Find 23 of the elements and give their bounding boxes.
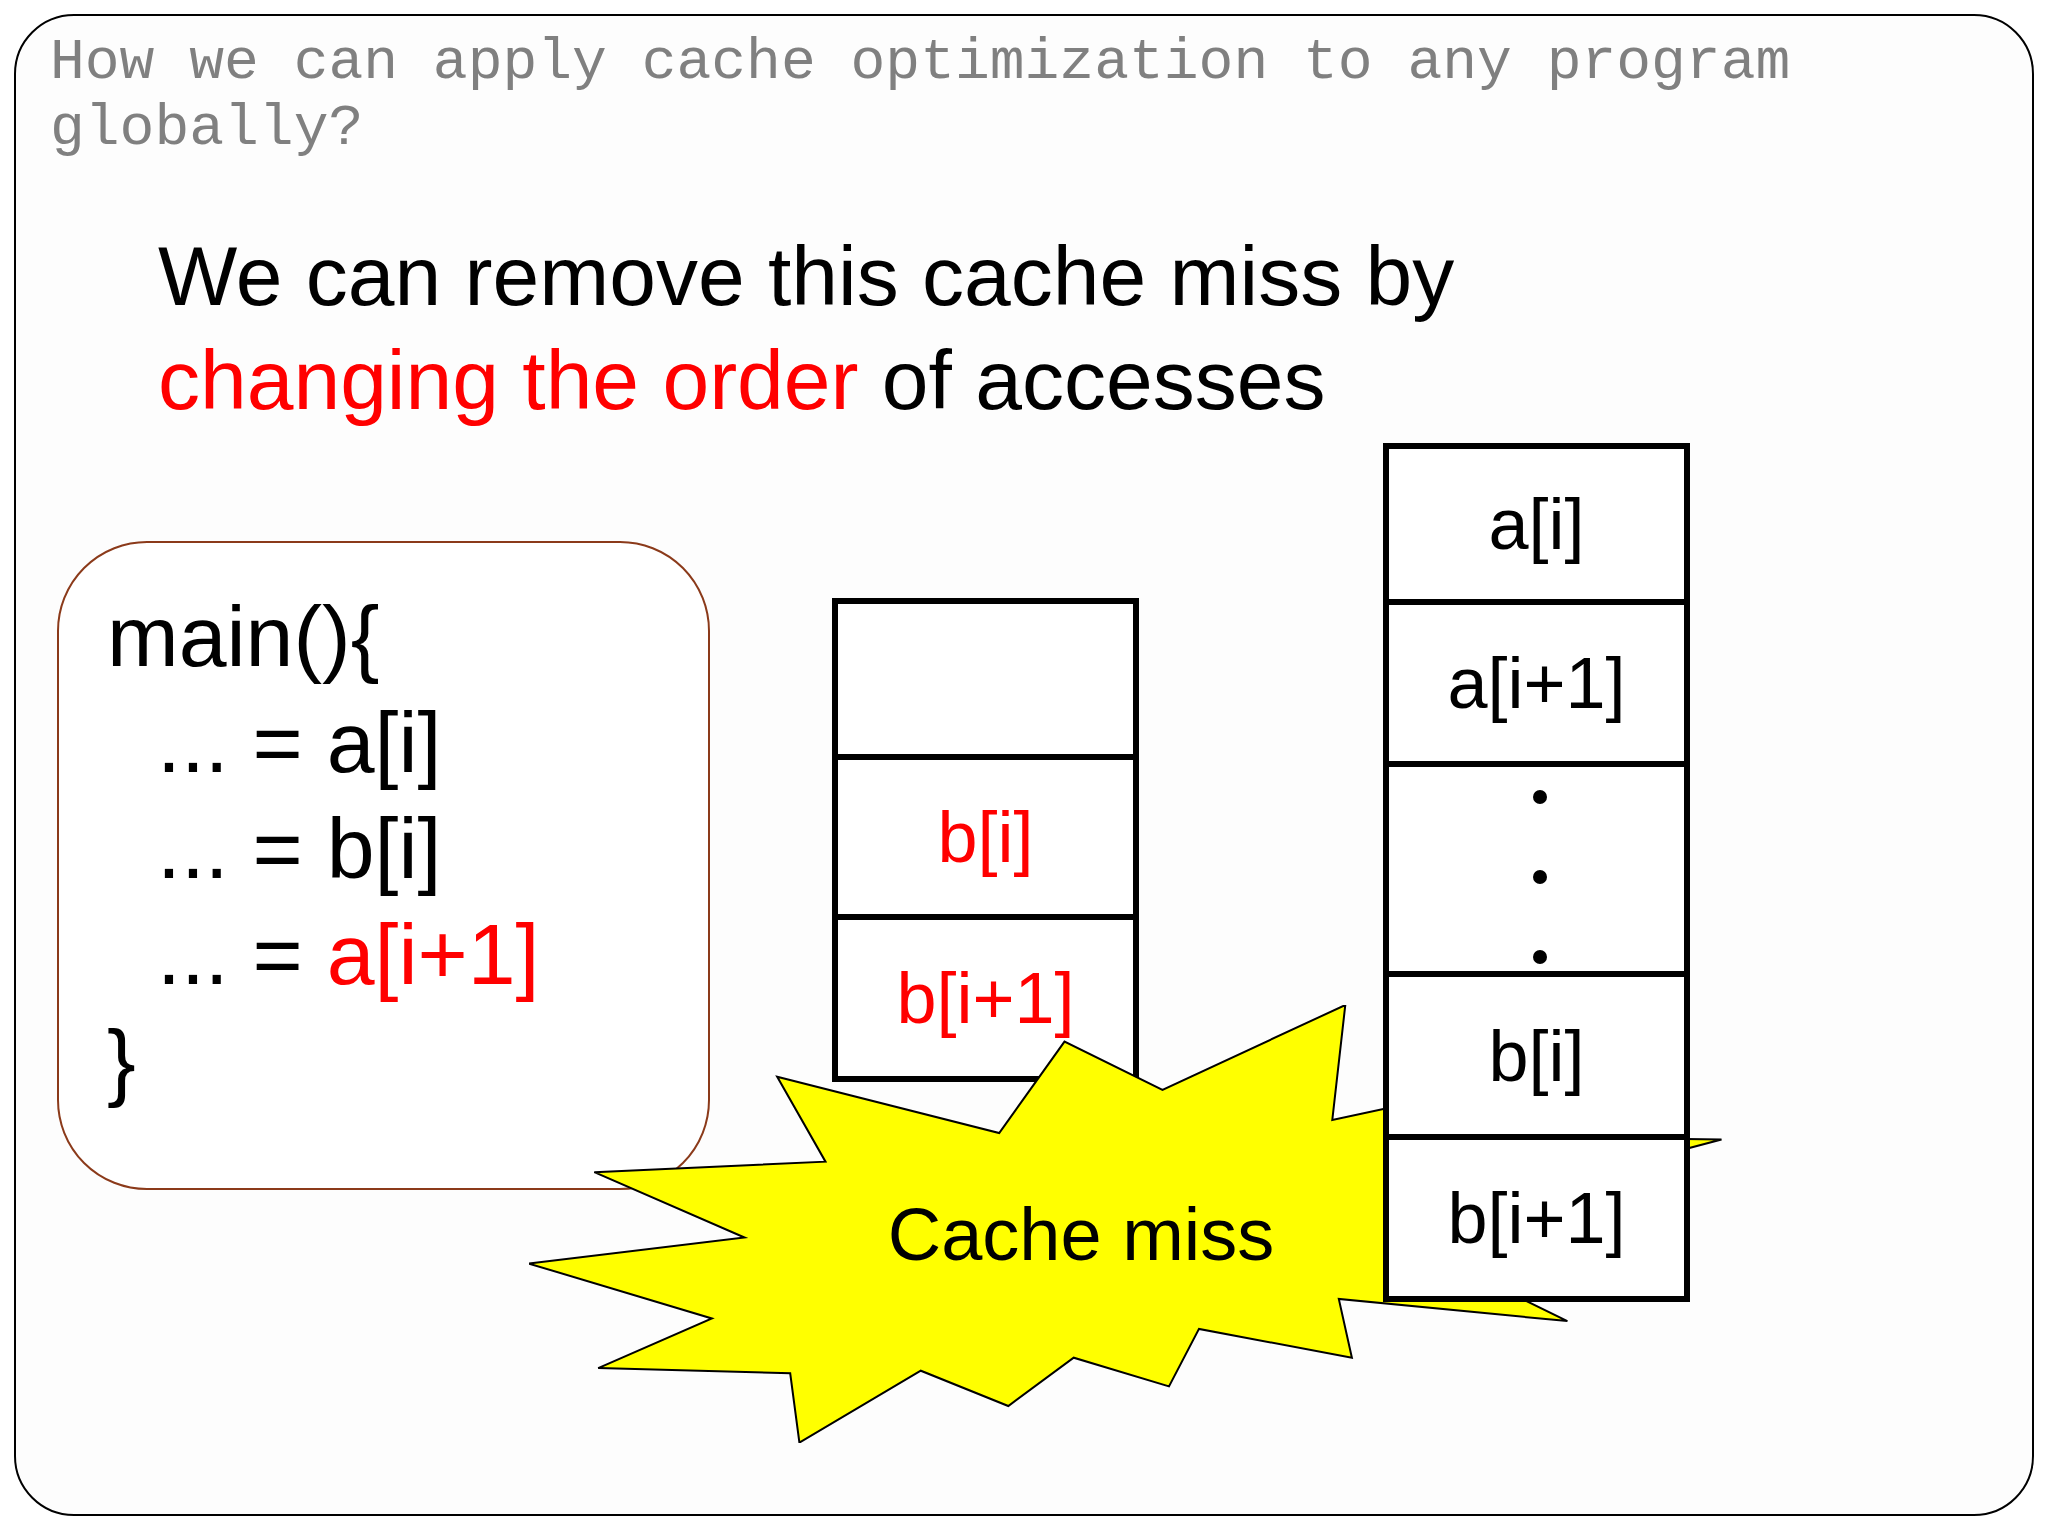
cell-label: b[i] bbox=[937, 796, 1034, 879]
memory-cell bbox=[1383, 767, 1690, 977]
memory-cell bbox=[832, 920, 1139, 1082]
cell-label: a[i+1] bbox=[1447, 642, 1626, 725]
memory-cell bbox=[1383, 977, 1690, 1140]
cell-label: b[i+1] bbox=[1447, 1177, 1626, 1260]
memory-cell bbox=[832, 598, 1139, 760]
code-box bbox=[57, 541, 710, 1190]
cell-label: b[i] bbox=[1488, 1014, 1585, 1098]
code-line: ... = b[i] bbox=[157, 799, 442, 898]
cell-label: b[i+1] bbox=[896, 957, 1075, 1040]
starburst-label: Cache miss bbox=[887, 1191, 1275, 1278]
memory-cell bbox=[832, 760, 1139, 920]
code-line: main(){ bbox=[107, 587, 380, 686]
memory-cell bbox=[1383, 1140, 1690, 1302]
code-line: } bbox=[107, 1011, 136, 1110]
memory-cell bbox=[1383, 443, 1690, 605]
memory-cell bbox=[1383, 605, 1690, 767]
heading-text: We can remove this cache miss by changing the order of accesses bbox=[158, 228, 1456, 429]
cell-label: a[i] bbox=[1488, 483, 1585, 566]
slide-title: How we can apply cache optimization to any program globally? bbox=[50, 30, 1792, 162]
code-line: ... = a[i+1] bbox=[157, 905, 540, 1004]
code-line: ... = a[i] bbox=[157, 693, 442, 792]
